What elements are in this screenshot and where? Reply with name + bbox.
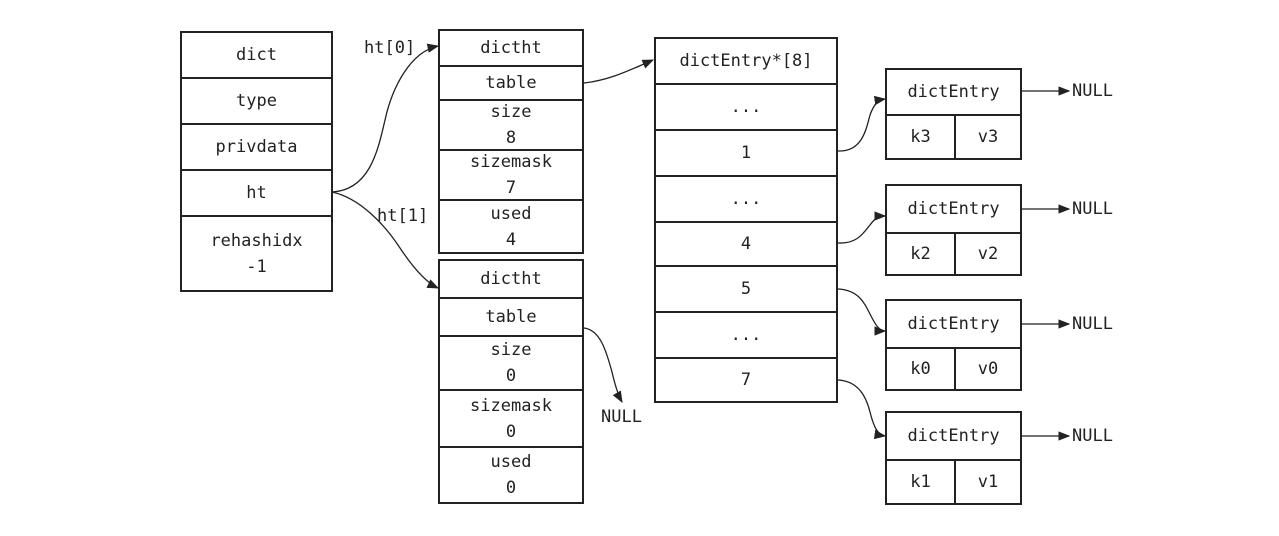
ht0-title: dictht bbox=[480, 38, 542, 58]
bucket-row: ... bbox=[656, 313, 836, 359]
dict-struct: dict type privdata ht rehashidx -1 bbox=[180, 31, 333, 292]
bucket-array-header-cell: dictEntry*[8] bbox=[656, 39, 836, 85]
dict-ht-cell: ht bbox=[182, 171, 331, 217]
ht0-used-label: used bbox=[490, 203, 532, 224]
dict-type-cell: type bbox=[182, 79, 331, 125]
dict-entry-header-cell: dictEntry bbox=[887, 186, 1020, 234]
ht0-size-cell: size 8 bbox=[440, 101, 582, 151]
bucket-row-label: 1 bbox=[740, 143, 752, 163]
dict-rehashidx-label: rehashidx bbox=[210, 230, 303, 251]
ht0-table-label: table bbox=[485, 73, 537, 93]
entry-next-null: NULL bbox=[1072, 199, 1113, 219]
ht1-used-label: used bbox=[490, 452, 532, 472]
ht1-size-cell: size 0 bbox=[440, 337, 582, 391]
arrow-bucket5 bbox=[837, 288, 887, 336]
bucket-row: 4 bbox=[656, 223, 836, 267]
bucket-array-header: dictEntry*[8] bbox=[679, 51, 813, 71]
dict-entry-kv: k0 v0 bbox=[887, 349, 1020, 389]
ht1-sizemask-label: sizemask bbox=[470, 395, 552, 416]
ht0-table-cell: table bbox=[440, 67, 582, 101]
ht0-used-value: 4 bbox=[505, 229, 517, 250]
arrow-ht1 bbox=[331, 191, 440, 289]
dict-entry-header: dictEntry bbox=[907, 426, 1000, 446]
ht1-size-value: 0 bbox=[505, 366, 517, 386]
ht0-sizemask-label: sizemask bbox=[470, 152, 552, 172]
ht0-size-label: size bbox=[490, 102, 532, 122]
bucket-row: ... bbox=[656, 85, 836, 131]
ht1-title: dictht bbox=[480, 269, 542, 289]
ht0-sizemask-value: 7 bbox=[505, 178, 517, 198]
dict-entry-value: v3 bbox=[977, 127, 999, 147]
dict-entry: dictEntry k1 v1 bbox=[885, 411, 1022, 505]
dict-entry-header: dictEntry bbox=[907, 314, 1000, 334]
dict-entry-key: k3 bbox=[887, 116, 956, 158]
bucket-row-label: ... bbox=[730, 97, 762, 117]
arrow-bucket1 bbox=[837, 95, 887, 152]
entry-next-null: NULL bbox=[1072, 426, 1113, 446]
bucket-row-label: 7 bbox=[740, 370, 752, 390]
dict-entry-key: k0 bbox=[887, 349, 956, 389]
dictht-0: dictht table size 8 sizemask 7 used 4 bbox=[438, 29, 584, 254]
bucket-array: dictEntry*[8] ... 1 ... 4 5 ... 7 bbox=[654, 37, 838, 403]
bucket-row-label: ... bbox=[730, 189, 762, 209]
ht1-used-value: 0 bbox=[505, 478, 517, 498]
bucket-row-label: 5 bbox=[740, 279, 752, 299]
arrow-ht0 bbox=[331, 43, 440, 193]
dict-entry-header: dictEntry bbox=[907, 82, 1000, 102]
ht1-used-cell: used 0 bbox=[440, 448, 582, 502]
dict-entry-key: k1 bbox=[887, 461, 956, 503]
bucket-row-label: ... bbox=[730, 325, 762, 345]
bucket-row-label: 4 bbox=[740, 234, 752, 254]
ht1-sizemask-cell: sizemask 0 bbox=[440, 391, 582, 448]
entry-next-null: NULL bbox=[1072, 81, 1113, 101]
dict-entry-value: v2 bbox=[977, 244, 999, 264]
dict-type-label: type bbox=[236, 91, 277, 111]
dict-entry-kv: k2 v2 bbox=[887, 234, 1020, 274]
ht1-table-null: NULL bbox=[601, 407, 642, 427]
dict-entry-header-cell: dictEntry bbox=[887, 301, 1020, 349]
ht1-size-label: size bbox=[490, 340, 532, 360]
dict-entry: dictEntry k2 v2 bbox=[885, 184, 1022, 276]
bucket-row: 5 bbox=[656, 267, 836, 313]
ht0-size-value: 8 bbox=[505, 128, 517, 148]
ht0-title-cell: dictht bbox=[440, 31, 582, 67]
dict-privdata-cell: privdata bbox=[182, 125, 331, 171]
ht1-table-label: table bbox=[485, 307, 537, 327]
dict-entry-header-cell: dictEntry bbox=[887, 413, 1020, 461]
arrow-ht1-table-null bbox=[583, 327, 623, 404]
ht0-edge-label: ht[0] bbox=[364, 38, 416, 58]
dictht-1: dictht table size 0 sizemask 0 used 0 bbox=[438, 259, 584, 504]
dict-entry-header: dictEntry bbox=[907, 199, 1000, 219]
ht1-table-cell: table bbox=[440, 299, 582, 337]
arrow-ht0-table bbox=[583, 59, 655, 84]
dict-rehashidx-value: -1 bbox=[246, 256, 267, 277]
dict-privdata-label: privdata bbox=[215, 137, 298, 157]
dict-entry: dictEntry k3 v3 bbox=[885, 68, 1022, 160]
dict-title-cell: dict bbox=[182, 33, 331, 79]
arrow-bucket7 bbox=[837, 379, 887, 440]
ht1-title-cell: dictht bbox=[440, 261, 582, 299]
entry-next-null: NULL bbox=[1072, 314, 1113, 334]
dict-entry: dictEntry k0 v0 bbox=[885, 299, 1022, 391]
dict-entry-kv: k1 v1 bbox=[887, 461, 1020, 503]
dict-entry-key: k2 bbox=[887, 234, 956, 274]
bucket-row: ... bbox=[656, 177, 836, 223]
dict-title: dict bbox=[236, 45, 277, 65]
dict-entry-kv: k3 v3 bbox=[887, 116, 1020, 158]
dict-entry-value: v0 bbox=[977, 359, 999, 379]
dict-entry-value: v1 bbox=[977, 472, 999, 492]
ht1-sizemask-value: 0 bbox=[505, 421, 517, 442]
ht1-edge-label: ht[1] bbox=[377, 206, 429, 226]
arrow-bucket4 bbox=[837, 211, 887, 244]
dict-rehashidx-cell: rehashidx -1 bbox=[182, 217, 331, 290]
dict-entry-header-cell: dictEntry bbox=[887, 70, 1020, 116]
ht0-used-cell: used 4 bbox=[440, 201, 582, 252]
ht0-sizemask-cell: sizemask 7 bbox=[440, 151, 582, 201]
bucket-row: 7 bbox=[656, 359, 836, 401]
bucket-row: 1 bbox=[656, 131, 836, 177]
dict-ht-label: ht bbox=[246, 183, 267, 203]
